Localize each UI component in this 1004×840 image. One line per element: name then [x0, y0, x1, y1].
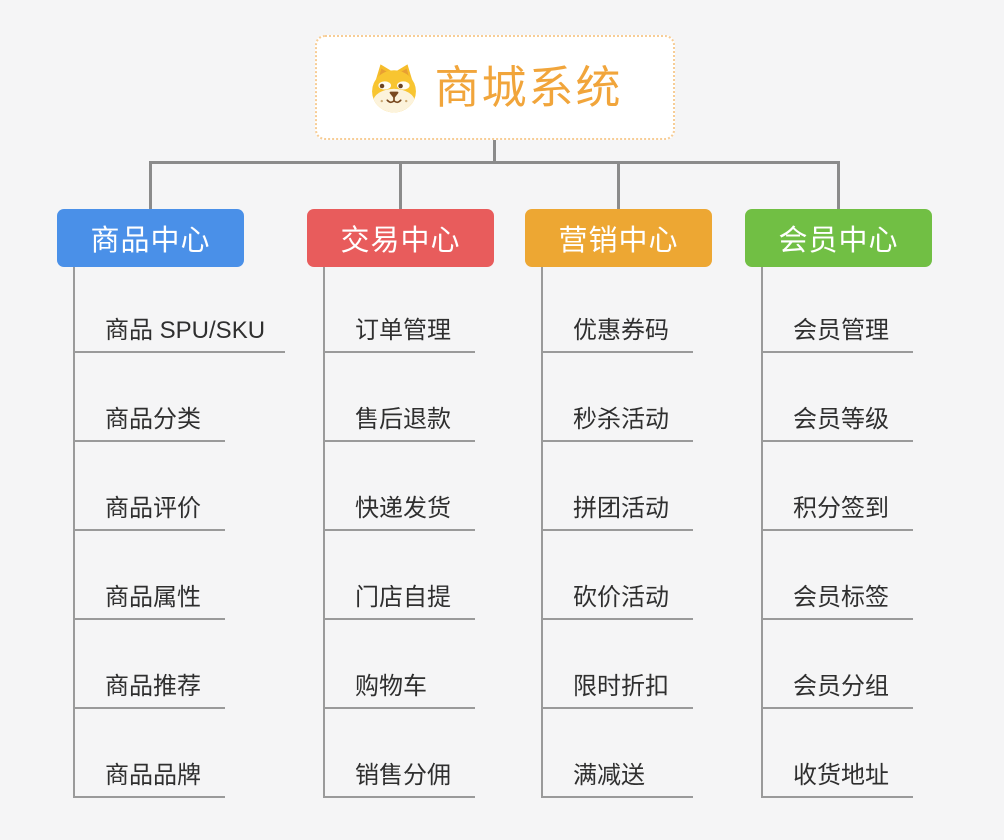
- leaf-node[interactable]: 会员分组: [763, 620, 913, 709]
- leaf-node[interactable]: 秒杀活动: [543, 353, 693, 442]
- connector-branch-stub-3: [617, 161, 620, 210]
- leaf-node[interactable]: 限时折扣: [543, 620, 693, 709]
- root-title: 商城系统: [434, 62, 623, 113]
- shiba-dog-icon: [372, 63, 417, 112]
- branch-header-product-center[interactable]: 商品中心: [57, 209, 244, 267]
- leaf-node[interactable]: 收货地址: [763, 709, 913, 798]
- leaf-node[interactable]: 售后退款: [325, 353, 475, 442]
- leaf-node[interactable]: 购物车: [325, 620, 475, 709]
- leaf-node[interactable]: 满减送: [543, 709, 693, 798]
- leaf-node[interactable]: 会员标签: [763, 531, 913, 620]
- branch-children-marketing-center: 优惠券码秒杀活动拼团活动砍价活动限时折扣满减送: [541, 267, 693, 798]
- leaf-node[interactable]: 订单管理: [325, 267, 475, 353]
- leaf-node[interactable]: 砍价活动: [543, 531, 693, 620]
- branch-marketing-center: 营销中心优惠券码秒杀活动拼团活动砍价活动限时折扣满减送: [525, 209, 712, 798]
- branch-member-center: 会员中心会员管理会员等级积分签到会员标签会员分组收货地址: [745, 209, 932, 798]
- leaf-node[interactable]: 销售分佣: [325, 709, 475, 798]
- leaf-node[interactable]: 商品 SPU/SKU: [75, 267, 286, 353]
- leaf-node[interactable]: 会员等级: [763, 353, 913, 442]
- leaf-node[interactable]: 积分签到: [763, 442, 913, 531]
- leaf-node[interactable]: 优惠券码: [543, 267, 693, 353]
- leaf-node[interactable]: 商品属性: [75, 531, 225, 620]
- leaf-node[interactable]: 商品品牌: [75, 709, 225, 798]
- leaf-node[interactable]: 会员管理: [763, 267, 913, 353]
- connector-branch-stub-1: [149, 161, 152, 210]
- leaf-node[interactable]: 商品分类: [75, 353, 225, 442]
- leaf-node[interactable]: 门店自提: [325, 531, 475, 620]
- leaf-node[interactable]: 快递发货: [325, 442, 475, 531]
- connector-root-stub: [493, 140, 496, 164]
- branch-trade-center: 交易中心订单管理售后退款快递发货门店自提购物车销售分佣: [307, 209, 494, 798]
- branch-children-member-center: 会员管理会员等级积分签到会员标签会员分组收货地址: [761, 267, 913, 798]
- connector-branch-stub-2: [399, 161, 402, 210]
- leaf-node[interactable]: 商品评价: [75, 442, 225, 531]
- branch-header-member-center[interactable]: 会员中心: [745, 209, 932, 267]
- branch-header-marketing-center[interactable]: 营销中心: [525, 209, 712, 267]
- connector-branch-stub-4: [837, 161, 840, 210]
- leaf-node[interactable]: 商品推荐: [75, 620, 225, 709]
- leaf-node[interactable]: 拼团活动: [543, 442, 693, 531]
- root-node[interactable]: 商城系统: [315, 35, 675, 140]
- branch-header-trade-center[interactable]: 交易中心: [307, 209, 494, 267]
- branch-children-trade-center: 订单管理售后退款快递发货门店自提购物车销售分佣: [323, 267, 475, 798]
- connector-horizontal: [149, 161, 840, 164]
